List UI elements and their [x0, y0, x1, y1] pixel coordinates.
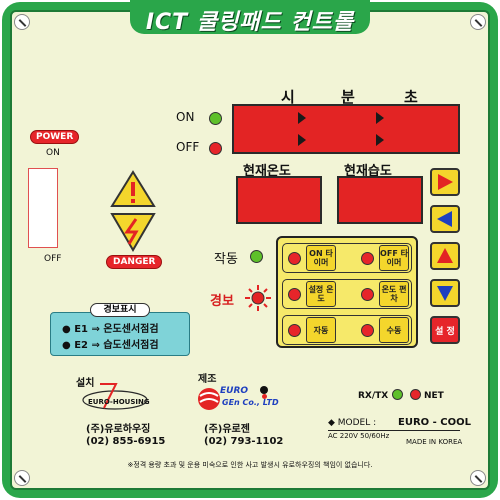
power-spec: AC 220V 50/60Hz — [328, 432, 390, 440]
operation-indicator-led — [250, 250, 263, 263]
e1-code: E1 — [74, 324, 89, 335]
current-temp-label: 현재온도 — [243, 164, 291, 179]
e2-text: 습도센서점검 — [103, 340, 159, 351]
manufacturer-logo-line1: EURO — [220, 386, 249, 396]
model-divider — [328, 430, 460, 431]
net-label: NET — [424, 391, 444, 401]
eurogen-logo-mark — [198, 388, 220, 410]
current-humidity-label: 현재습도 — [344, 164, 392, 179]
disclaimer-footer: ※정격 용량 초과 및 운용 미숙으로 인한 사고 발생시 유로하우징의 책임이… — [127, 461, 373, 469]
down-arrow-button[interactable] — [430, 279, 460, 307]
title-banner — [130, 0, 370, 34]
screw-icon — [14, 470, 30, 486]
operation-label: 작동 — [214, 252, 238, 267]
alarm-legend-title: 경보표시 — [90, 303, 150, 317]
left-arrow-button[interactable] — [430, 205, 460, 233]
logo-dot-icon — [260, 386, 268, 394]
screw-icon — [470, 470, 486, 486]
danger-label: DANGER — [106, 255, 163, 269]
right-arrow-button[interactable] — [430, 168, 460, 196]
up-arrow-icon — [437, 248, 453, 263]
off-timer-button[interactable]: OFF 타이머 — [379, 245, 409, 271]
installer-name: (주)유로하우징 — [86, 424, 151, 435]
e1-text: 온도센서점검 — [103, 324, 159, 335]
installer-logo-text: EURO-HOUSING — [88, 398, 150, 406]
temperature-display — [236, 176, 322, 224]
time-separator-icon — [376, 134, 384, 146]
minute-label: 분 — [341, 88, 355, 106]
made-in-label: MADE IN KOREA — [406, 438, 463, 446]
on-indicator-led — [209, 112, 222, 125]
model-label: ◆ MODEL : — [328, 418, 377, 428]
set-button[interactable]: 설 정 — [430, 316, 460, 344]
set-temp-led — [288, 288, 301, 301]
down-arrow-icon — [437, 286, 453, 301]
off-timer-led — [361, 252, 374, 265]
humidity-display — [337, 176, 423, 224]
net-led — [410, 389, 421, 400]
screw-icon — [14, 14, 30, 30]
manual-mode-led — [361, 324, 374, 337]
right-arrow-icon — [438, 174, 453, 190]
warning-icon — [110, 170, 156, 207]
alarm-code-e2: ● E2 ⇒ 습도센서점검 — [62, 340, 159, 351]
second-label: 초 — [404, 88, 418, 106]
power-on-label: ON — [46, 148, 60, 158]
set-temp-button[interactable]: 설정 온도 — [306, 281, 336, 307]
euro-housing-logo — [82, 383, 148, 410]
on-timer-button[interactable]: ON 타이머 — [306, 245, 336, 271]
time-separator-icon — [298, 112, 306, 124]
time-separator-icon — [376, 112, 384, 124]
model-name: EURO - COOL — [398, 417, 471, 428]
high-voltage-icon — [110, 213, 156, 252]
manufacturer-logo-line2: GEn Co., LTD — [222, 398, 279, 407]
on-status-label: ON — [176, 110, 195, 124]
manufacturer-name: (주)유로젠 — [204, 424, 250, 435]
logo-dot-icon — [262, 394, 267, 399]
alarm-burst-icon — [245, 285, 271, 311]
auto-mode-button[interactable]: 자동 — [306, 317, 336, 343]
rxtx-label: RX/TX — [358, 391, 389, 401]
screw-icon — [470, 14, 486, 30]
off-indicator-led — [209, 142, 222, 155]
alarm-label: 경보 — [210, 294, 234, 309]
e2-code: E2 — [74, 340, 89, 351]
up-arrow-button[interactable] — [430, 242, 460, 270]
on-timer-led — [288, 252, 301, 265]
manufacturer-heading: 제조 — [198, 374, 217, 385]
alarm-legend — [50, 312, 190, 356]
installer-phone: (02) 855-6915 — [86, 436, 166, 447]
temp-diff-led — [361, 288, 374, 301]
auto-mode-led — [288, 324, 301, 337]
manual-mode-button[interactable]: 수동 — [379, 317, 409, 343]
power-label: POWER — [30, 130, 80, 144]
time-display — [232, 104, 460, 154]
rxtx-led — [392, 389, 403, 400]
off-status-label: OFF — [176, 140, 200, 154]
alarm-code-e1: ● E1 ⇒ 온도센서점검 — [62, 324, 159, 335]
power-switch[interactable] — [28, 168, 58, 248]
hour-label: 시 — [281, 88, 295, 106]
power-off-label: OFF — [44, 254, 62, 264]
manufacturer-phone: (02) 793-1102 — [204, 436, 284, 447]
left-arrow-icon — [437, 211, 452, 227]
temp-diff-button[interactable]: 온도 편차 — [379, 281, 409, 307]
time-separator-icon — [298, 134, 306, 146]
page-title: ICT 쿨링패드 컨트롤 — [145, 10, 355, 35]
installer-heading: 설치 — [76, 378, 95, 389]
